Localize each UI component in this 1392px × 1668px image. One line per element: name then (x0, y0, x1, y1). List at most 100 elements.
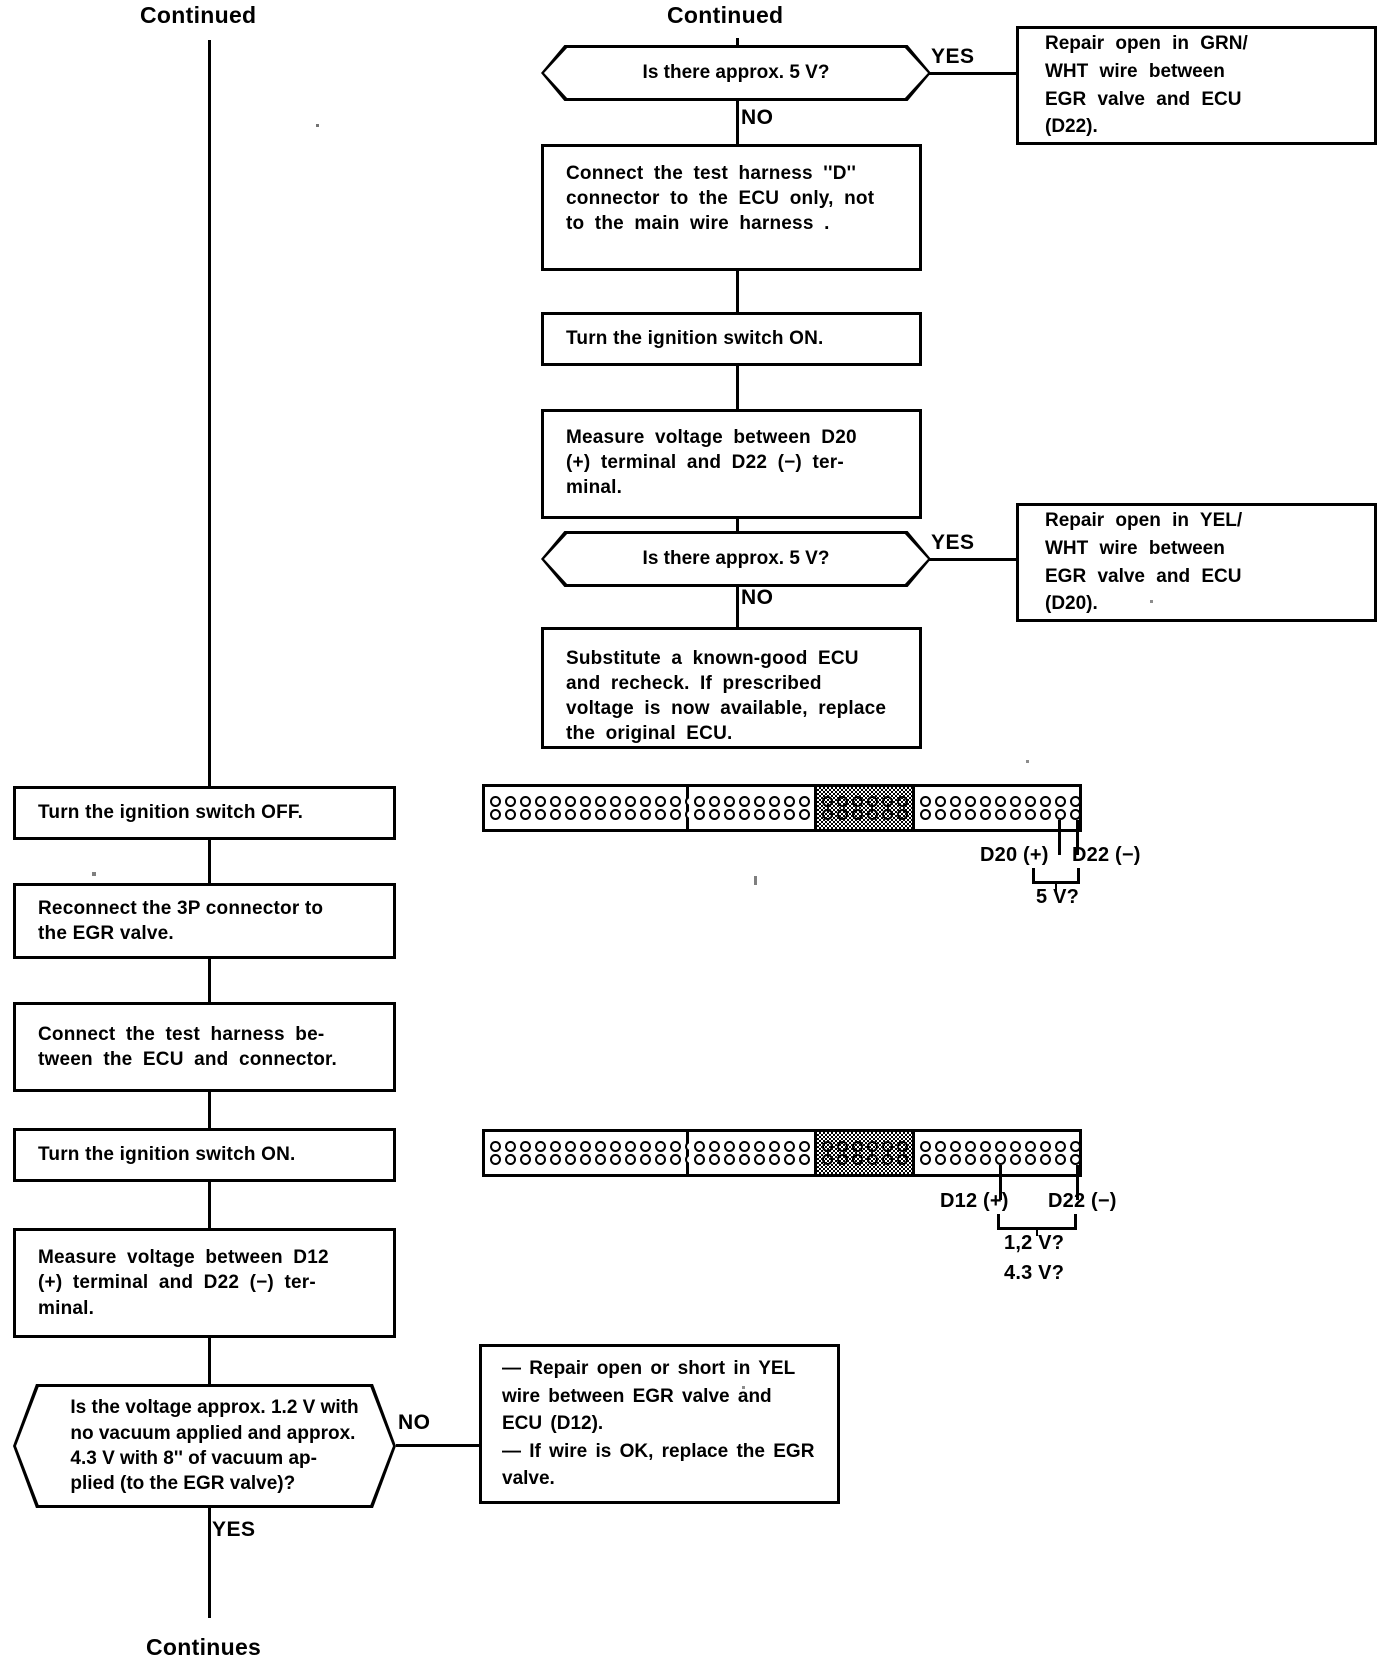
pin (1010, 796, 1021, 807)
pin (610, 809, 621, 820)
pin (640, 796, 651, 807)
pin (852, 1154, 863, 1165)
connector-1-segment-2-row-top (694, 796, 810, 807)
pin (980, 796, 991, 807)
step-ignition-on-left-text: Turn the ignition switch ON. (38, 1144, 296, 1166)
pin (550, 1141, 561, 1152)
pin (709, 796, 720, 807)
pin (655, 1141, 666, 1152)
connector-1-brace (1032, 868, 1080, 884)
pin (995, 796, 1006, 807)
pin (822, 1141, 833, 1152)
pin (754, 1141, 765, 1152)
substitute-ecu-box: Substitute a known-good ECU and recheck.… (541, 627, 922, 749)
right-continued-label: Continued (667, 2, 784, 28)
connector-1-segment-3-shaded (817, 787, 915, 829)
connector-2-segment-2-row-top (694, 1141, 810, 1152)
connector-2-segment-4-row-top (920, 1141, 1081, 1152)
pin (694, 1154, 705, 1165)
pin (920, 809, 931, 820)
continues-label: Continues (146, 1634, 262, 1660)
repair-yel-d12-box: — Repair open or short in YEL wire betwe… (479, 1344, 840, 1504)
pin (784, 1154, 795, 1165)
pin (625, 1141, 636, 1152)
pin (980, 1141, 991, 1152)
pin (995, 1154, 1006, 1165)
pin (670, 1141, 681, 1152)
step-ignition-on-left-box: Turn the ignition switch ON. (13, 1128, 396, 1182)
pin (520, 1154, 531, 1165)
decision-5v-first-no-line (736, 101, 739, 144)
pin (980, 809, 991, 820)
decision-voltage-range-text: Is the voltage approx. 1.2 V with no vac… (70, 1397, 359, 1495)
connector-2-segment-4-row-bottom (920, 1154, 1081, 1165)
connector-1-segment-1-row-bottom (490, 809, 696, 820)
pin (535, 1154, 546, 1165)
pin (754, 1154, 765, 1165)
step-ignition-off-text: Turn the ignition switch OFF. (38, 802, 304, 824)
pin (535, 1141, 546, 1152)
right-link-2 (736, 366, 739, 409)
connector-1-segment-4 (915, 787, 1081, 829)
step-connect-harness-text: Connect the test harness be- tween the E… (38, 1023, 338, 1070)
pin (837, 1141, 848, 1152)
connector-2-segment-2-row-bottom (694, 1154, 810, 1165)
pin (935, 1141, 946, 1152)
pin (694, 809, 705, 820)
pin (1040, 809, 1051, 820)
pin (852, 1141, 863, 1152)
pin (920, 1141, 931, 1152)
connector-2-segment-3-row-top (822, 1141, 908, 1152)
decision-voltage-range-fill (16, 1387, 393, 1505)
decision-5v-first-fill (544, 48, 928, 98)
pin (754, 809, 765, 820)
pin (769, 809, 780, 820)
step-ignition-on-right-box: Turn the ignition switch ON. (541, 312, 922, 366)
step-ignition-off-box: Turn the ignition switch OFF. (13, 786, 396, 840)
pin (655, 1154, 666, 1165)
connector-1-segment-2 (689, 787, 817, 829)
pin (724, 1141, 735, 1152)
pin (625, 796, 636, 807)
connector-2-brace (997, 1214, 1077, 1230)
scan-speck (316, 124, 319, 127)
pin (882, 1141, 893, 1152)
pin (950, 1141, 961, 1152)
pin (920, 796, 931, 807)
connector-1-segment-1 (485, 787, 696, 829)
connector-1-callout-d20: D20 (+) (980, 844, 1049, 866)
pin (867, 1154, 878, 1165)
pin (739, 809, 750, 820)
pin (610, 796, 621, 807)
pin (694, 796, 705, 807)
pin (784, 1141, 795, 1152)
connector-2-callout-d22: D22 (−) (1048, 1190, 1117, 1212)
decision-5v-second-yes-label: YES (931, 531, 975, 554)
pin (580, 809, 591, 820)
pin (610, 1141, 621, 1152)
pin (799, 796, 810, 807)
pin (535, 796, 546, 807)
pin (670, 809, 681, 820)
connector-2-segment-3-row-bottom (822, 1154, 908, 1165)
repair-grn-wht-box: Repair open in GRN/ WHT wire between EGR… (1016, 26, 1377, 145)
pin (1070, 1154, 1081, 1165)
pin (490, 1141, 501, 1152)
pin (769, 1154, 780, 1165)
pin (799, 1154, 810, 1165)
connector-2-measurement-1: 1,2 V? (1004, 1232, 1065, 1254)
pin (595, 1154, 606, 1165)
connector-1-segment-2-row-bottom (694, 809, 810, 820)
scan-speck (92, 872, 96, 876)
pin (995, 809, 1006, 820)
pin (935, 809, 946, 820)
connector-2-segment-2 (689, 1132, 817, 1174)
connector-2-segment-1-row-top (490, 1141, 696, 1152)
pin (490, 809, 501, 820)
pin (520, 1141, 531, 1152)
step-reconnect-3p-text: Reconnect the 3P connector to the EGR va… (38, 897, 324, 944)
pin (822, 1154, 833, 1165)
decision-voltage-no-label: NO (398, 1411, 431, 1434)
substitute-ecu-text: Substitute a known-good ECU and recheck.… (566, 648, 887, 745)
scan-speck (1026, 760, 1029, 763)
